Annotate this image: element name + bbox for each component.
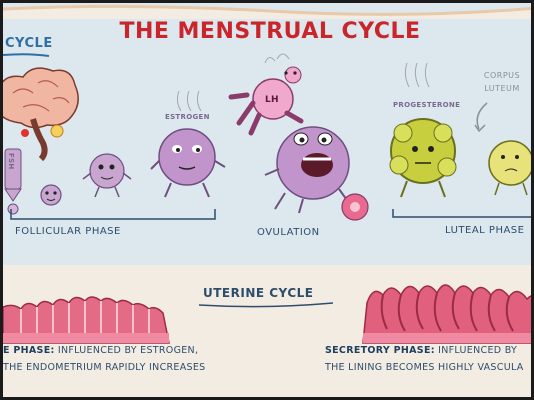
proliferative-caption-line1: E PHASE: INFLUENCED BY ESTROGEN, xyxy=(3,342,205,359)
endometrium-secretory xyxy=(362,284,531,344)
luteal-bracket xyxy=(392,209,531,218)
medium-follicle xyxy=(82,153,132,198)
secretory-heading: SECRETORY PHASE: xyxy=(325,345,435,356)
small-follicle-1 xyxy=(40,184,62,206)
cycle-artwork xyxy=(3,53,531,344)
estrogen-label: ESTROGEN xyxy=(165,113,210,121)
ovulation-label: OVULATION xyxy=(257,227,320,238)
fsh-label: FSH xyxy=(7,153,15,170)
band-divider-wave xyxy=(3,4,531,19)
page-title: THE MENSTRUAL CYCLE xyxy=(119,19,421,44)
cycle-underline xyxy=(3,53,50,57)
lh-label: LH xyxy=(265,95,279,105)
corpus-luteum-small xyxy=(474,102,531,196)
luteal-phase-label: LUTEAL PHASE xyxy=(445,225,525,236)
secretory-text1: INFLUENCED BY xyxy=(434,345,518,356)
ovulation-follicle xyxy=(264,126,350,214)
brain-illustration xyxy=(3,67,79,162)
progesterone-corpus-luteum xyxy=(389,62,457,198)
follicular-phase-label: FOLLICULAR PHASE xyxy=(15,226,121,237)
uterine-title-underline xyxy=(198,302,334,308)
corpus-luteum-line2: LUTEUM xyxy=(484,84,520,93)
ovarian-cycle-label: CYCLE xyxy=(5,36,53,51)
estrogen-follicle xyxy=(150,90,226,198)
secretory-caption-line2: THE LINING BECOMES HIGHLY VASCULA xyxy=(325,362,524,373)
proliferative-caption-line2: THE ENDOMETRIUM RAPIDLY INCREASES xyxy=(3,362,206,373)
proliferative-caption: E PHASE: INFLUENCED BY ESTROGEN, THE END… xyxy=(3,342,205,376)
endometrium-proliferative xyxy=(3,296,170,344)
secretory-caption: SECRETORY PHASE: INFLUENCED BY THE LININ… xyxy=(325,342,524,376)
corpus-luteum-label: CORPUS LUTEUM xyxy=(471,69,531,95)
proliferative-text1: INFLUENCED BY ESTROGEN, xyxy=(54,345,199,356)
proliferative-heading: E PHASE: xyxy=(3,345,55,356)
secretory-caption-line1: SECRETORY PHASE: INFLUENCED BY xyxy=(325,342,524,359)
corpus-luteum-line1: CORPUS xyxy=(483,71,521,80)
follicular-bracket xyxy=(10,209,216,220)
uterine-cycle-title: UTERINE CYCLE xyxy=(203,286,314,300)
lh-character xyxy=(228,53,304,136)
progesterone-label: PROGESTERONE xyxy=(393,101,461,109)
released-egg xyxy=(341,193,369,221)
